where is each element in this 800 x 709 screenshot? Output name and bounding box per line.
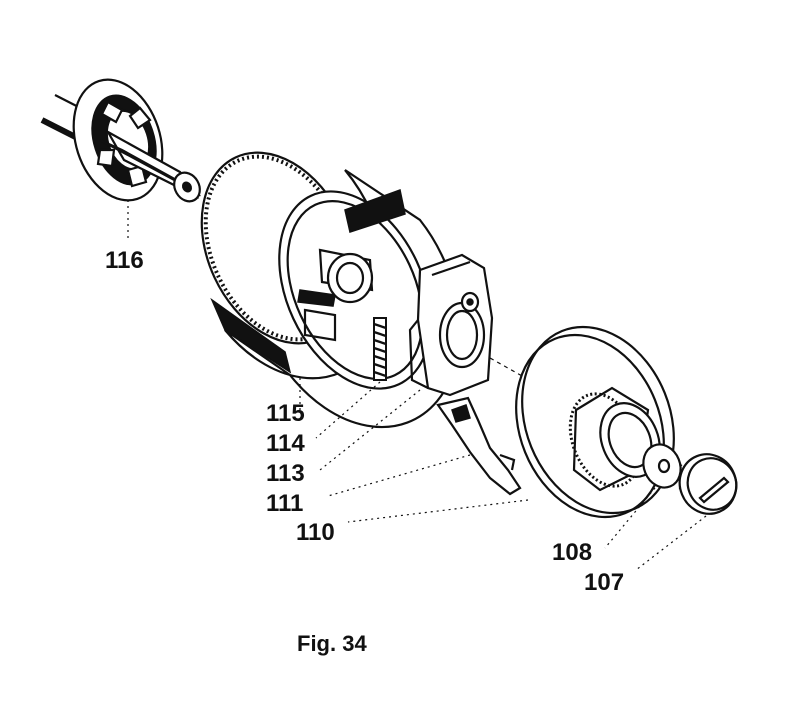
part-113-bracket: [408, 253, 494, 397]
part-110-disc: [515, 325, 675, 519]
part-116-shaft-flange: [40, 78, 201, 203]
gear-drum: [200, 151, 461, 429]
callout-107: 107: [584, 569, 624, 596]
part-114-spring: [373, 317, 387, 381]
leader-110: [347, 499, 529, 523]
leader-114: [315, 381, 381, 439]
leader-108: [604, 487, 656, 549]
callout-108: 108: [552, 539, 592, 566]
figure-caption: Fig. 34: [297, 631, 367, 656]
leader-107: [635, 515, 707, 571]
part-107-screw: [678, 453, 738, 515]
callout-115: 115: [266, 400, 305, 427]
callout-111: 111: [266, 490, 303, 517]
callout-114: 114: [266, 430, 305, 457]
part-111-lever: [436, 396, 522, 496]
part-108-washer: [642, 443, 682, 489]
leader-111: [327, 454, 471, 497]
callout-116: 116: [105, 247, 144, 274]
callout-113: 113: [266, 460, 305, 487]
callout-110: 110: [296, 519, 335, 546]
